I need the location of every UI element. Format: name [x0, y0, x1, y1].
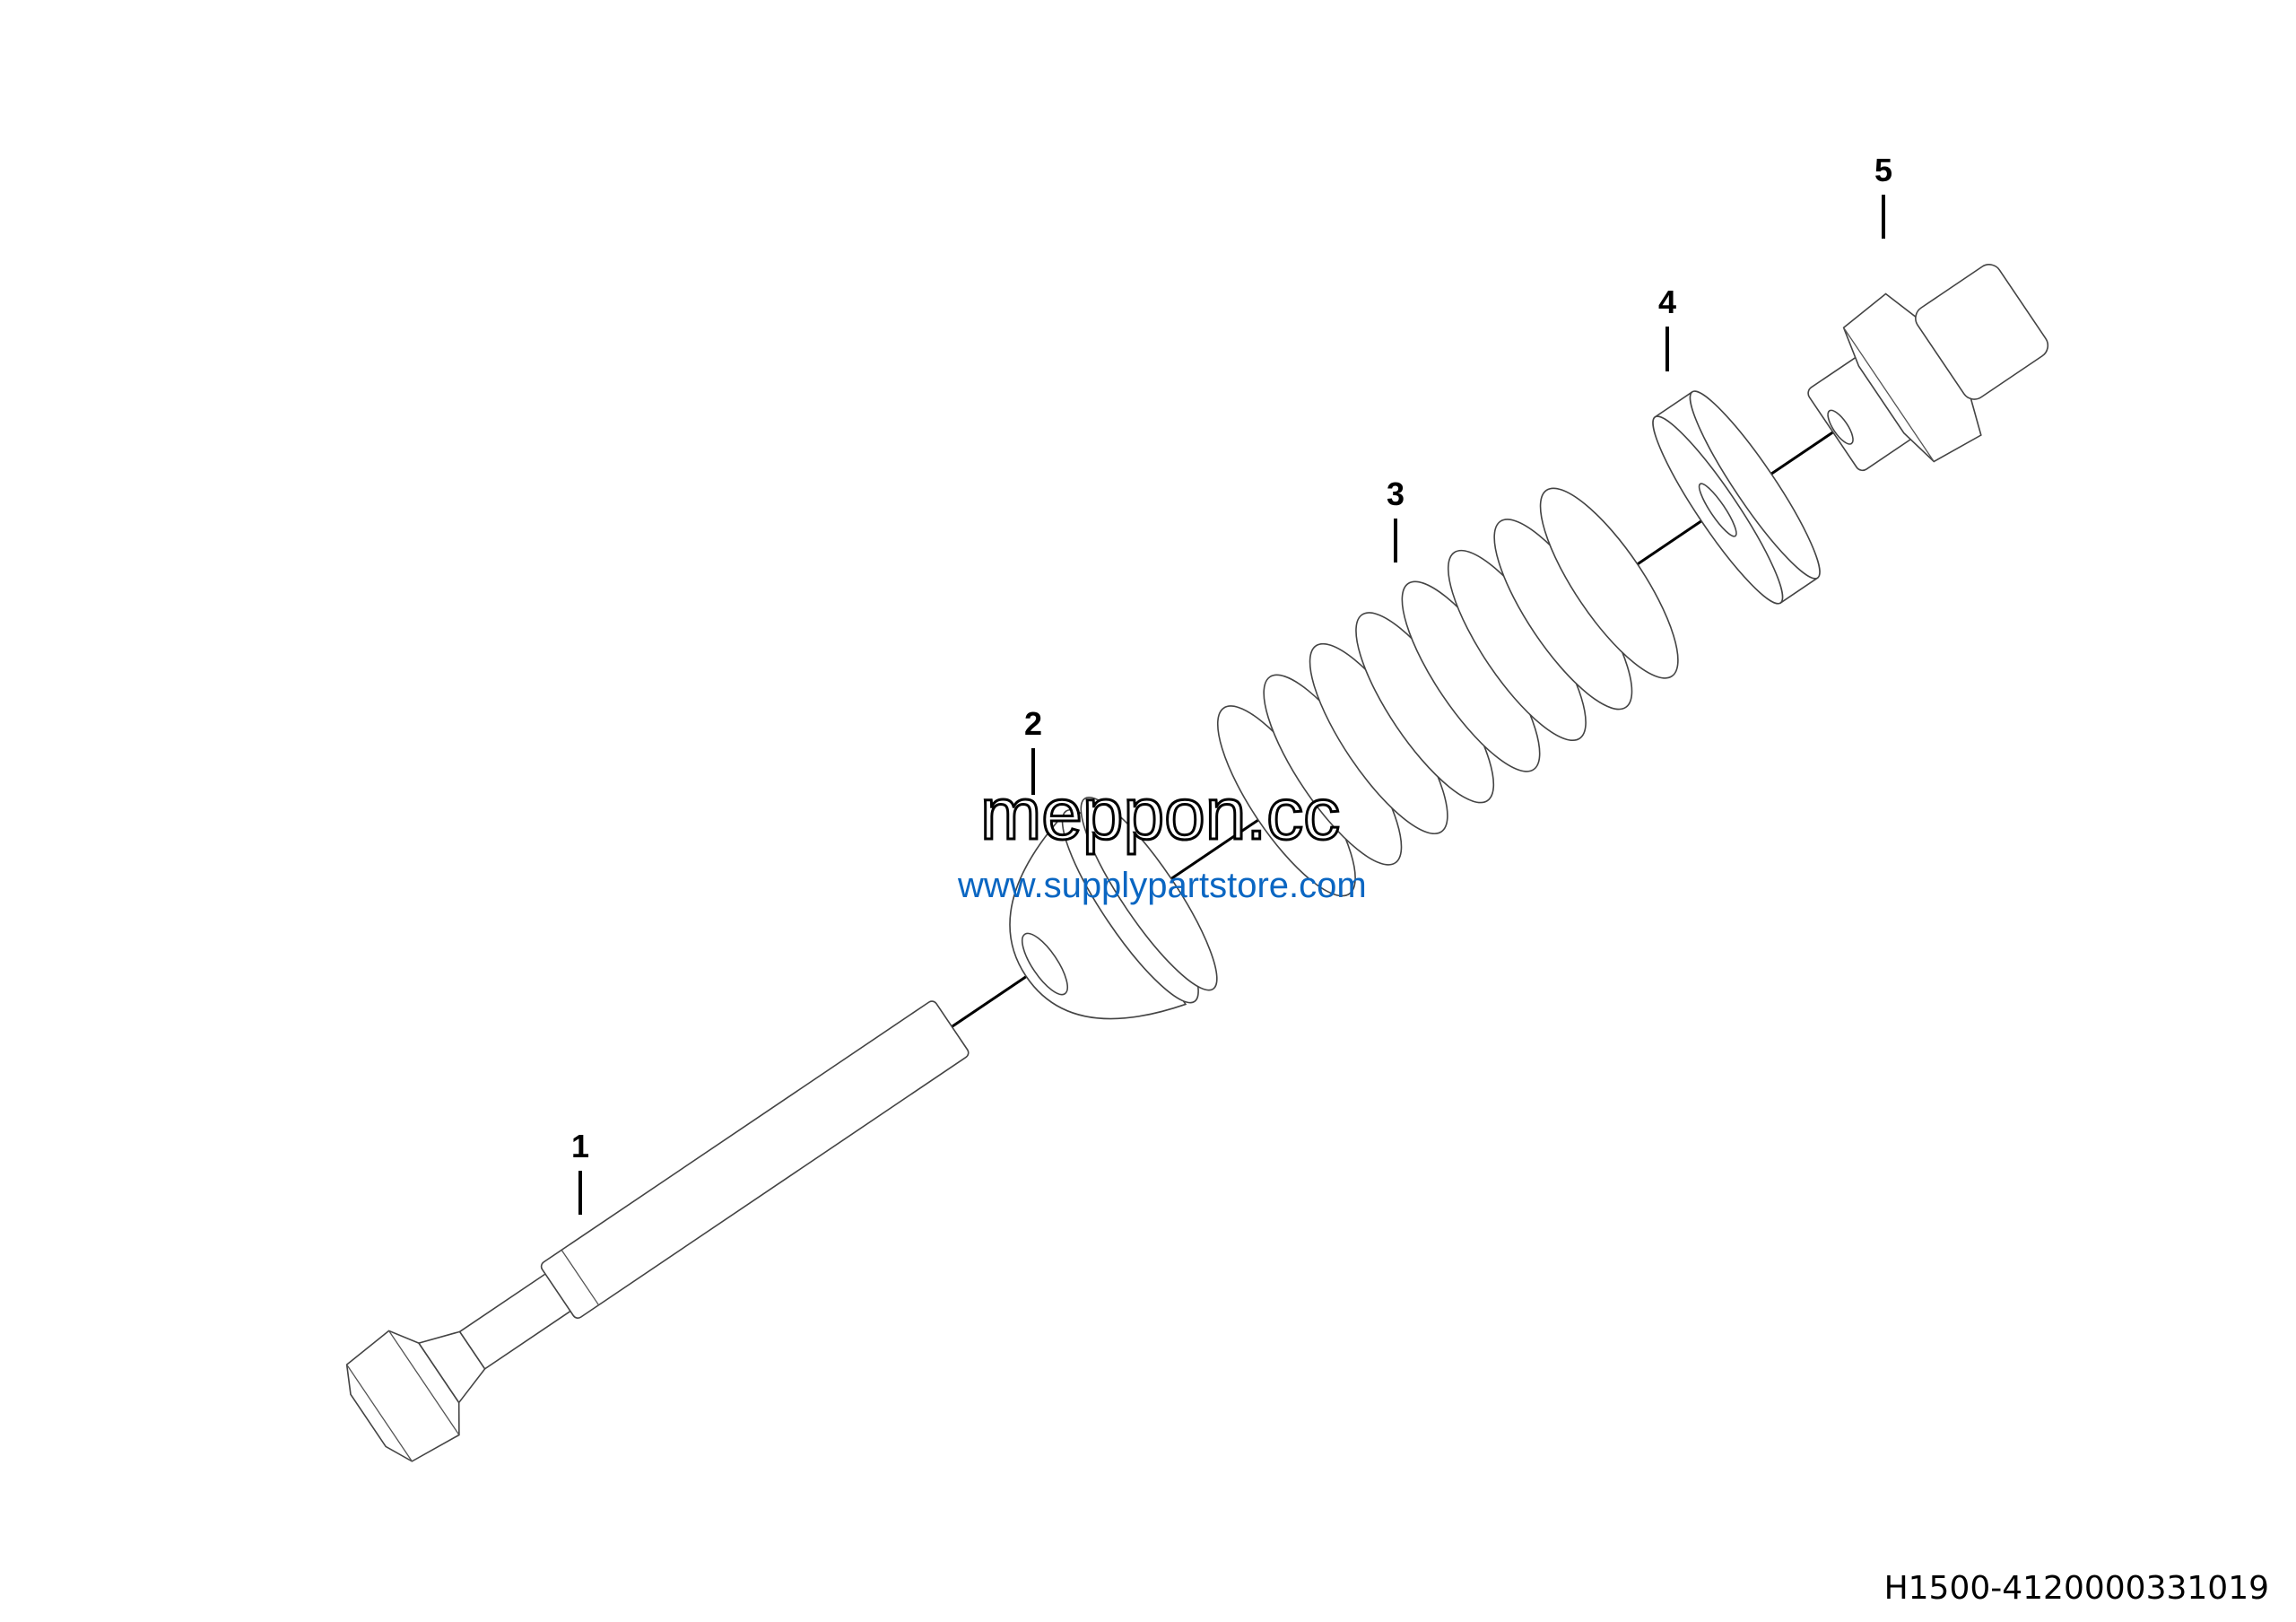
drawing-code: H1500-4120000331019	[1884, 1570, 2269, 1607]
watermark-url: www.supplypartstore.com	[957, 866, 1367, 905]
callout-5: 5	[1874, 152, 1892, 188]
part-2-cone-washer	[1009, 797, 1218, 1020]
watermark-outline: meppon.cc	[980, 773, 1340, 855]
callout-4: 4	[1658, 283, 1676, 320]
part-5-nut	[1807, 264, 2049, 472]
callout-2: 2	[1024, 705, 1042, 742]
part-3-spring	[1216, 487, 1679, 897]
assembly-axis-line	[951, 970, 1035, 1028]
callout-3: 3	[1387, 475, 1405, 512]
assembly-axis-line	[1159, 815, 1265, 888]
part-1-bolt	[345, 1000, 970, 1462]
callout-1: 1	[571, 1128, 589, 1164]
part-4-flat-washer	[1652, 390, 1821, 605]
